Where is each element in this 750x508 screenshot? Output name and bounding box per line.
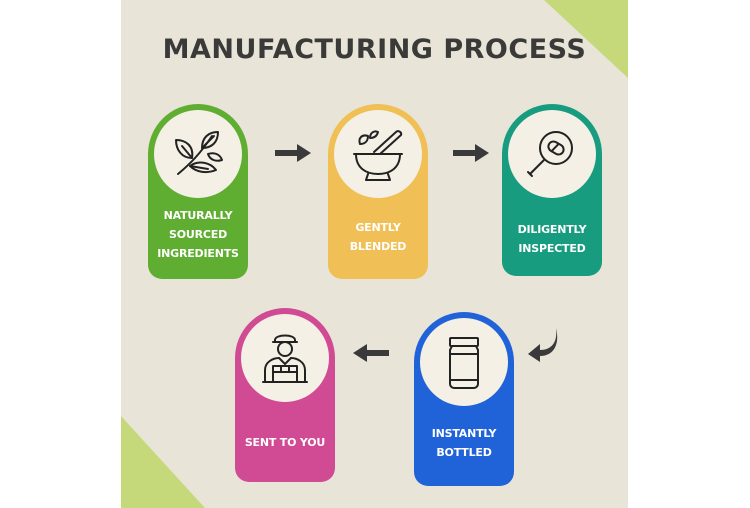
infographic-panel: MANUFACTURING PROCESS NATURALLY SOURCED …	[121, 0, 628, 508]
step-label-line: SENT TO YOU	[244, 436, 326, 449]
arrow-right-icon	[453, 144, 489, 162]
step-label-line: INSPECTED	[518, 242, 586, 255]
step-label-line: INGREDIENTS	[157, 247, 239, 260]
corner-accent-top-right	[544, 0, 628, 78]
step-label-line: INSTANTLY	[431, 427, 497, 440]
step-label-line: SOURCED	[169, 228, 227, 241]
step-card-inspection: DILIGENTLY INSPECTED	[502, 104, 602, 276]
curved-arrow-icon	[528, 328, 558, 362]
jar-icon	[449, 337, 479, 389]
step-card-delivery: SENT TO YOU	[235, 308, 335, 482]
icon-circle	[420, 318, 508, 406]
leaves-icon	[175, 131, 223, 175]
page-title: MANUFACTURING PROCESS	[162, 34, 587, 65]
step-label-line: DILIGENTLY	[517, 223, 587, 236]
step-card-blending: GENTLY BLENDED	[328, 104, 428, 279]
step-card-sourcing: NATURALLY SOURCED INGREDIENTS	[148, 104, 248, 279]
icon-circle	[334, 110, 422, 198]
step-card-bottling: INSTANTLY BOTTLED	[414, 312, 514, 486]
step-label-line: BOTTLED	[436, 446, 492, 459]
arrow-right-icon	[275, 144, 311, 162]
corner-accent-bottom-left	[121, 416, 205, 508]
step-label-line: NATURALLY	[163, 209, 233, 222]
magnifier-capsule-icon	[527, 131, 573, 177]
icon-circle	[241, 314, 329, 402]
step-label-line: BLENDED	[349, 240, 407, 253]
step-label-line: GENTLY	[355, 221, 401, 234]
icon-circle	[508, 110, 596, 198]
icon-circle	[154, 110, 242, 198]
delivery-person-icon	[262, 334, 308, 383]
arrow-left-icon	[353, 344, 389, 362]
mortar-pestle-icon	[353, 130, 403, 181]
